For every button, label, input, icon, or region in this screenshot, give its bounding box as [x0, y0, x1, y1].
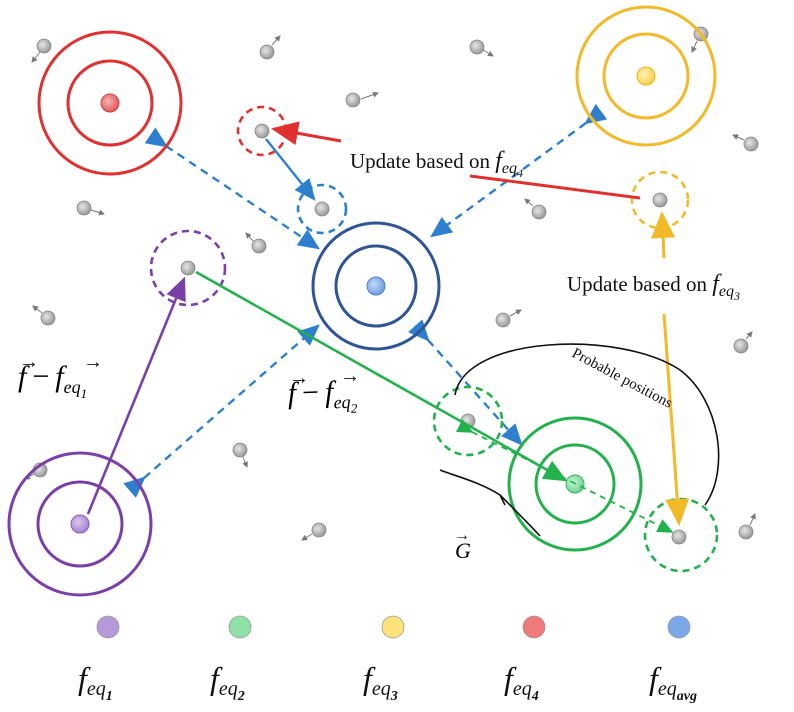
green-dashed-g-arrow — [455, 419, 674, 533]
red-arrow-to-feq4 — [271, 121, 342, 146]
candidate-points — [180, 123, 687, 545]
vector-arrow-feq1: → — [83, 351, 103, 373]
particle — [301, 522, 327, 541]
particle — [31, 38, 52, 63]
red-arrow-line — [469, 174, 641, 200]
vector-arrow-f2: → — [289, 367, 309, 389]
green-main-arrow — [195, 270, 568, 482]
green-dot — [228, 615, 252, 639]
blue-dashed-circle — [296, 183, 348, 235]
labels: Update based on feq4 Update based on feq… — [18, 148, 740, 563]
probable-positions-label: Probable positions — [569, 345, 675, 411]
particle — [259, 35, 281, 60]
blue-dashed-arrow-purple — [123, 324, 320, 498]
particle — [495, 309, 522, 328]
particle — [738, 513, 756, 540]
legend-label: feq4 — [504, 660, 539, 704]
legend-label: feqavg — [649, 660, 697, 704]
particle — [232, 442, 248, 468]
yellow-dot — [381, 615, 405, 639]
particle — [733, 331, 753, 354]
yellow-arrow-up — [651, 211, 676, 259]
yellow-dashed-circle — [630, 170, 690, 230]
purple-target — [7, 451, 153, 597]
vector-arrow-feq2: → — [340, 365, 360, 387]
particle — [76, 200, 105, 216]
red-target — [37, 30, 183, 176]
legend: feq1 feq2 feq3 feq4 feqavg — [78, 615, 697, 704]
purple-dashed-circle — [149, 229, 227, 307]
update-arrows — [86, 121, 690, 533]
red-dot — [522, 615, 546, 639]
g-label: G — [455, 538, 471, 563]
purple-dot — [96, 615, 120, 639]
purple-arrow — [86, 276, 186, 515]
particle — [245, 232, 267, 254]
blue-dot — [667, 615, 691, 639]
particle — [345, 91, 379, 108]
vector-arrow-g: → — [454, 527, 470, 544]
blue-dashed-arrow-red — [144, 127, 320, 250]
vector-arrow-f: → — [19, 351, 39, 373]
update-feq3-label: Update based on feq3 — [567, 271, 740, 303]
blue-step-arrow — [265, 138, 316, 201]
legend-label: feq3 — [363, 660, 398, 704]
update-feq4-label: Update based on feq4 — [350, 148, 523, 180]
probable-positions-arc — [439, 343, 720, 537]
particle — [469, 39, 494, 57]
blue-dashed-arrow-yellow — [430, 103, 608, 238]
particle — [732, 134, 759, 152]
candidate-circles — [149, 105, 719, 573]
particle — [32, 305, 56, 326]
particle — [524, 198, 547, 220]
legend-label: feq1 — [78, 660, 113, 704]
yellow-arrow-down — [662, 313, 690, 526]
blue-target — [311, 221, 441, 351]
legend-label: feq2 — [210, 660, 245, 704]
yellow-target — [575, 5, 717, 147]
